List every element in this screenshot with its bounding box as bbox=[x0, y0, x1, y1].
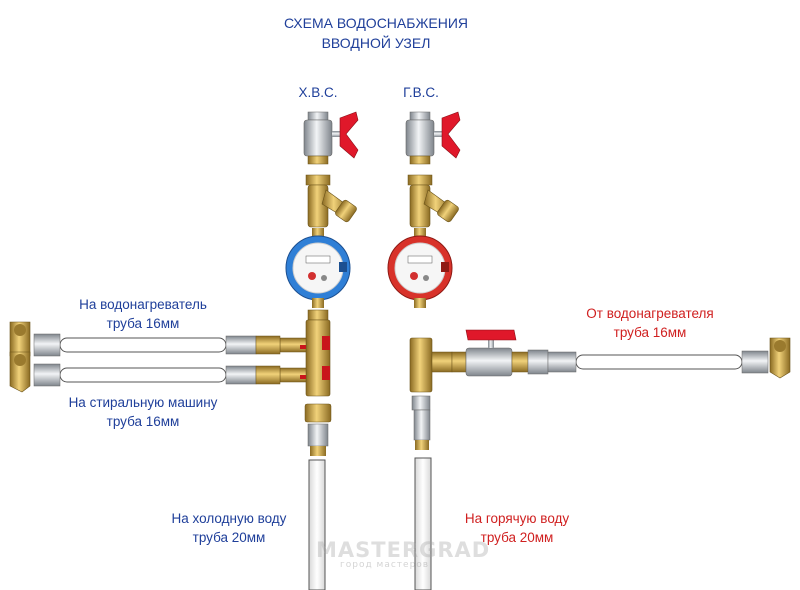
cold-ball-valve bbox=[303, 111, 359, 165]
hot-outlet-pipe bbox=[414, 457, 432, 590]
washer-label-line2: труба 16мм bbox=[106, 414, 180, 429]
heater-outlet-pipe bbox=[575, 354, 743, 370]
hot-strainer-filter bbox=[407, 174, 459, 228]
washer-pipe bbox=[59, 365, 281, 385]
cold-outlet-label-line2: труба 20мм bbox=[192, 530, 266, 545]
watermark-subtitle: город мастеров bbox=[340, 560, 430, 570]
cold-outlet-label-line1: На холодную воду bbox=[171, 511, 287, 526]
heater-inlet-pipe bbox=[59, 335, 281, 355]
right-elbow-fitting bbox=[547, 337, 791, 379]
hot-outlet-label-line2: труба 20мм bbox=[480, 530, 554, 545]
washer-label-line1: На стиральную машину bbox=[68, 395, 218, 410]
diagram-title-line1: СХЕМА ВОДОСНАБЖЕНИЯ bbox=[283, 15, 468, 31]
hot-water-meter bbox=[387, 228, 453, 308]
cold-outlet-pipe bbox=[308, 459, 326, 590]
watermark: MASTERGRAD bbox=[316, 538, 491, 562]
cold-collector-manifold bbox=[279, 309, 332, 423]
cold-riser-label: Х.В.С. bbox=[298, 85, 338, 100]
left-elbow-fittings bbox=[9, 321, 61, 393]
heater-inlet-label-line2: труба 16мм bbox=[106, 316, 180, 331]
heater-inlet-label-line1: На водонагреватель bbox=[79, 297, 207, 312]
cold-water-meter bbox=[285, 228, 351, 308]
cold-strainer-filter bbox=[305, 174, 357, 228]
diagram-title-line2: ВВОДНОЙ УЗЕЛ bbox=[321, 35, 431, 51]
heater-outlet-label-line2: труба 16мм bbox=[613, 325, 687, 340]
hot-riser-label: Г.В.С. bbox=[403, 85, 439, 100]
hot-ball-valve bbox=[405, 111, 461, 165]
hot-outlet-label-line1: На горячую воду bbox=[464, 511, 570, 526]
hot-tee-fitting bbox=[409, 337, 453, 450]
cold-pipe-fitting bbox=[307, 423, 329, 456]
heater-outlet-valve bbox=[451, 329, 549, 377]
heater-outlet-label-line1: От водонагревателя bbox=[586, 306, 714, 321]
